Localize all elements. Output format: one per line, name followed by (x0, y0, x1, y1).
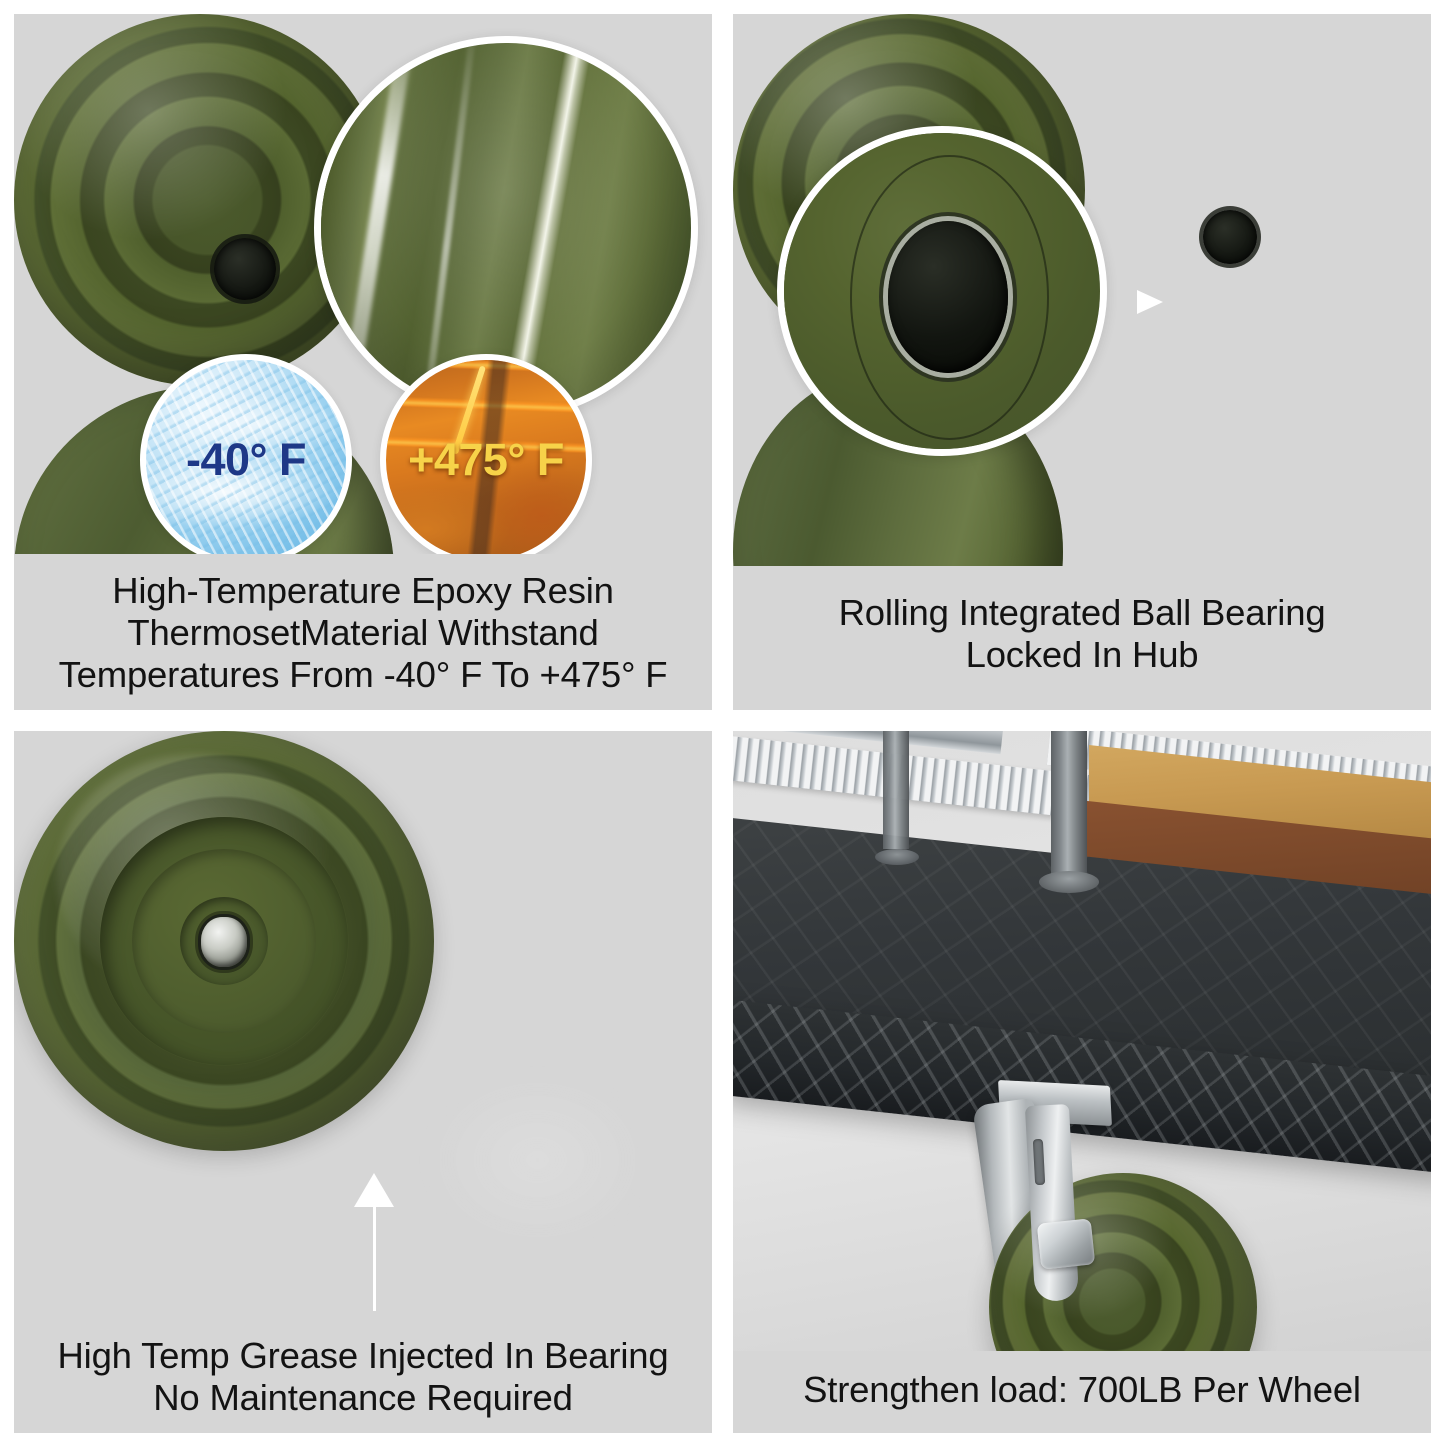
caster-axle-bolt (1036, 1218, 1096, 1270)
hot-temperature-badge: +475° F (380, 354, 592, 554)
panel-ball-bearing-image (733, 14, 1431, 566)
panel-grease: High Temp Grease Injected In Bearing No … (14, 731, 712, 1433)
callout-arrow-icon (354, 1173, 394, 1207)
cart-post-front (1051, 731, 1087, 887)
tread-shading-overlay (321, 43, 691, 413)
wheel-bearing-seat (214, 238, 276, 300)
panel-grease-image (14, 731, 712, 1311)
panel-load-capacity-image (733, 731, 1431, 1351)
furnace-body-texture (386, 360, 586, 554)
panel-temperature: -40° F +475° F High-Temperature Epoxy Re… (14, 14, 712, 710)
cart-post-front-base (1039, 871, 1099, 893)
magnifier-circle-tread (314, 36, 698, 420)
panel-ball-bearing-caption: Rolling Integrated Ball Bearing Locked I… (838, 592, 1326, 675)
hot-temperature-label: +475° F (408, 434, 564, 485)
greased-bearing-hub (201, 917, 247, 967)
magnifier-pointer-arrow-icon (1137, 290, 1163, 314)
ice-texture (146, 360, 346, 554)
panel-load-capacity-caption: Strengthen load: 700LB Per Wheel (803, 1369, 1361, 1410)
panel-load-capacity: Strengthen load: 700LB Per Wheel (733, 731, 1431, 1433)
cold-temperature-label: -40° F (185, 434, 307, 485)
wheel-bearing-seat (1203, 210, 1257, 264)
panel-ball-bearing: Rolling Integrated Ball Bearing Locked I… (733, 14, 1431, 710)
panel-grease-caption: High Temp Grease Injected In Bearing No … (57, 1335, 669, 1418)
panel-temperature-image: -40° F +475° F (14, 14, 712, 554)
callout-arrow-line (373, 1201, 376, 1311)
wheel-gloss-highlight-bottom (418, 1067, 657, 1253)
panel-temperature-caption: High-Temperature Epoxy Resin ThermosetMa… (58, 570, 668, 695)
cart-post-rear-base (875, 849, 919, 865)
cold-temperature-badge: -40° F (140, 354, 352, 554)
ball-bearing-core (888, 221, 1009, 374)
wheel-front-view-image (14, 731, 657, 1253)
magnifier-circle-bearing (777, 126, 1107, 456)
cart-post-rear (883, 731, 909, 849)
